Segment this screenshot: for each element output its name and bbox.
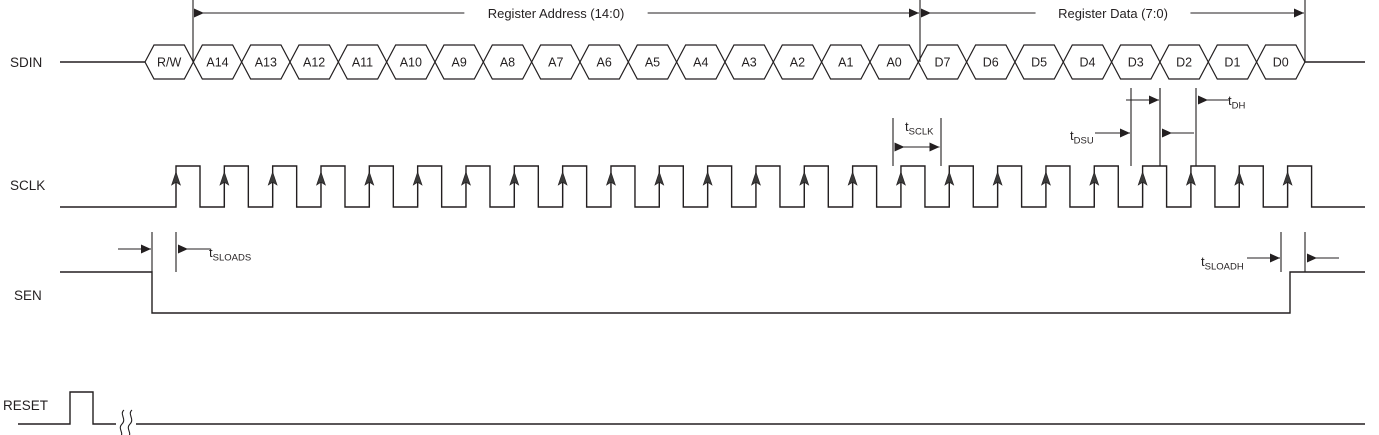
sdin-cell-label: A5 [645, 56, 660, 70]
sdin-cell-label: A10 [400, 56, 422, 70]
timing-label: tSLOADS [209, 245, 251, 264]
signal-label-sen: SEN [14, 288, 42, 303]
sdin-cell-label: A9 [451, 56, 466, 70]
timing-label-base: t [905, 119, 909, 134]
sdin-waveform: R/W A14 A13 A12 A11 A10 A9 A8 A7 A6 A5 A4 A3 A2 A1 A0 D7… [60, 44, 1365, 80]
break-squiggle-icon [127, 409, 133, 435]
boundary-tick-group [192, 0, 1306, 62]
timing-label-base: t [1228, 93, 1232, 108]
sdin-cell-label: A13 [255, 56, 277, 70]
section-header-label: Register Address (14:0) [488, 6, 625, 21]
timing-label: tSLOADH [1201, 254, 1244, 273]
sdin-cell-label: A8 [500, 56, 515, 70]
sdin-cell-label: A0 [886, 56, 901, 70]
signal-labels: SDIN SCLK SEN RESET [3, 55, 48, 413]
sdin-cell-label: A3 [741, 56, 756, 70]
timing-label: tDSU [1070, 128, 1094, 147]
sdin-cell-label: D1 [1224, 56, 1240, 70]
sdin-cell-label: A11 [352, 56, 373, 70]
timing-label-base: t [1201, 254, 1205, 269]
signal-label-sdin: SDIN [10, 55, 42, 70]
timing-label-base: t [1070, 128, 1074, 143]
timing-label-base: t [209, 245, 213, 260]
break-squiggle-icon [119, 409, 125, 435]
sdin-cell-label: A12 [303, 56, 325, 70]
sdin-cell-label: A4 [693, 56, 708, 70]
sdin-cell-label: A6 [596, 56, 611, 70]
sen-waveform [60, 271, 1365, 314]
timing-label-subscript: DH [1232, 101, 1246, 112]
reset-waveform [18, 391, 1365, 435]
sclk-waveform [60, 165, 1365, 208]
sdin-cell-label: D6 [983, 56, 999, 70]
sdin-cell-label: R/W [157, 56, 182, 70]
sdin-cell-label: A1 [838, 56, 853, 70]
sdin-cell-label: A2 [790, 56, 805, 70]
reset-pulse-path [18, 391, 116, 425]
section-header-label: Register Data (7:0) [1058, 6, 1168, 21]
timing-label-subscript: DSU [1074, 136, 1094, 147]
timing-label: tDH [1228, 93, 1245, 112]
sclk-clock-train [60, 165, 1365, 208]
sdin-cell-label: A14 [206, 56, 228, 70]
timing-label-subscript: SLOADS [213, 253, 252, 264]
sdin-cell-label: D0 [1273, 56, 1289, 70]
signal-label-reset: RESET [3, 398, 48, 413]
signal-label-sclk: SCLK [10, 178, 45, 193]
timing-label-subscript: SCLK [909, 127, 934, 138]
sdin-cell-label: D2 [1176, 56, 1192, 70]
timing-label: tSCLK [905, 119, 934, 138]
timing-label-subscript: SLOADH [1205, 262, 1244, 273]
sdin-cell-label: D7 [934, 56, 950, 70]
sdin-cell-label: D5 [1031, 56, 1047, 70]
sdin-cell-label: A7 [548, 56, 563, 70]
sdin-cell-label: D4 [1079, 56, 1095, 70]
sen-waveform-path [60, 271, 1365, 314]
sdin-cell-label: D3 [1128, 56, 1144, 70]
header-dimension-group: Register Address (14:0) Register Data (7:… [194, 6, 1304, 21]
